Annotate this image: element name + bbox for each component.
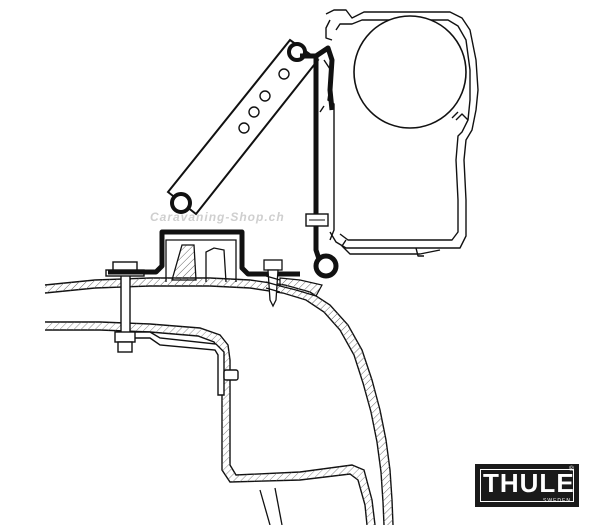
strap-hole	[278, 68, 290, 80]
logo-origin: SWEDEN	[543, 498, 571, 504]
logo-brand-name: THULE	[483, 468, 575, 498]
strap-hole	[248, 106, 260, 118]
clamp-bracket	[117, 331, 239, 396]
adapter-hat-profile	[108, 229, 300, 277]
bracket-pivot	[313, 253, 339, 279]
logo-trademark: ®	[568, 466, 574, 473]
awning-cassette	[325, 9, 479, 257]
roof-screw	[263, 259, 283, 308]
vehicle-roof-panel	[44, 277, 394, 525]
seal-strip	[279, 277, 323, 297]
strap-hole	[238, 122, 250, 134]
adapter-inner-wedge	[171, 244, 197, 281]
strap-hole	[259, 90, 271, 102]
diagonal-strap	[166, 38, 320, 216]
awning-roller-tube	[353, 15, 467, 129]
roof-hatching	[45, 278, 393, 525]
logo-border	[480, 469, 574, 502]
inner-roof-rail	[45, 321, 376, 525]
watermark: Caravaning-Shop.ch	[150, 210, 285, 224]
inner-rail-hatching	[45, 322, 375, 525]
strap-hole	[170, 192, 192, 214]
adapter-inner-frame	[165, 239, 237, 283]
lower-frame	[259, 487, 283, 525]
brand-logo: THULE ® SWEDEN	[475, 464, 579, 507]
cassette-mount-rail	[319, 59, 335, 241]
vertical-bracket	[300, 45, 335, 263]
